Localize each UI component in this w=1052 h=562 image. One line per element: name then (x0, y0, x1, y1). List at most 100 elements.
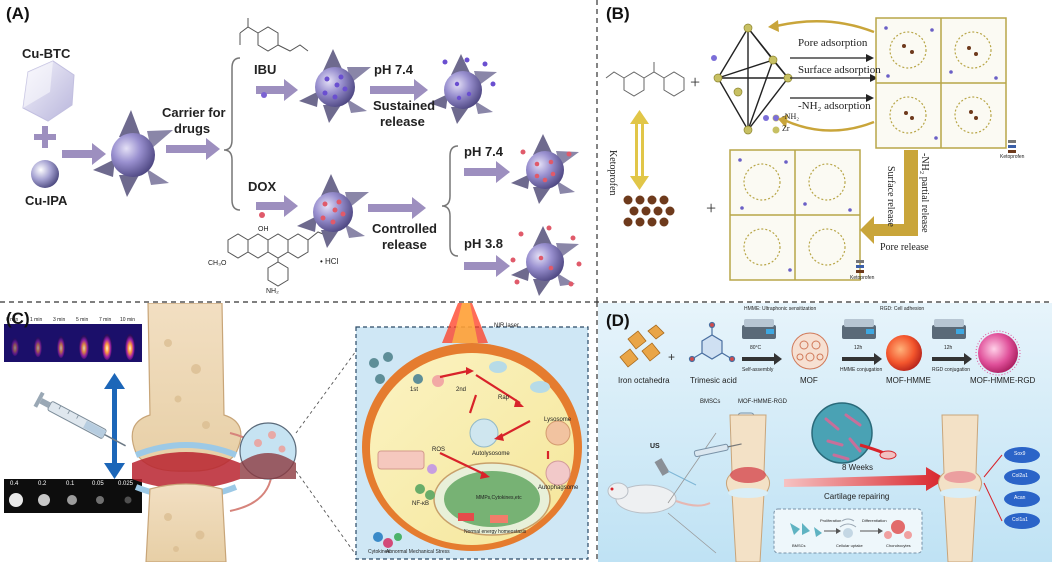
panel-a-label: (A) (6, 4, 30, 23)
knee-joint (131, 303, 274, 562)
rap-label: Rap (498, 395, 510, 401)
mof-hmme-rgd-2-label: MOF-HMME-RGD (738, 399, 787, 405)
hotplate-1 (742, 319, 776, 339)
cell-stages (790, 518, 912, 539)
autophagosome-label: Autophagsome (538, 485, 579, 491)
panel-b: + (598, 0, 1052, 301)
hotplate-3 (932, 319, 966, 339)
knee-after (938, 414, 982, 562)
autolysosome-label: Autolysosome (472, 451, 510, 457)
gene-col1a1: Col1a1 (1012, 517, 1028, 523)
cytokines-label: Cytokines (368, 549, 390, 555)
conc-005: 0.05 (92, 481, 104, 487)
hotplate-2 (842, 319, 876, 339)
gene-col2a1: Col2a1 (1012, 473, 1028, 479)
panel-d-graphics: + (598, 303, 1052, 562)
cu-ipa-sphere (31, 160, 59, 188)
mof-ibu-loaded (299, 49, 371, 123)
panel-b-label: (B) (606, 4, 630, 23)
nir-laser-label: NIR laser (494, 323, 520, 329)
weeks-label: 8 Weeks (842, 463, 873, 472)
mof-label: MOF (800, 376, 818, 385)
temp-label: 80°C (750, 345, 762, 351)
panel-c-graphics (4, 303, 589, 562)
mof-hmme-sphere (886, 335, 922, 371)
organelles (369, 352, 571, 548)
ph74-mid-label: pH 7.4 (464, 144, 504, 159)
rgd-note-text: RGD: Cell adhesion (880, 306, 925, 312)
keto-small-top: Ketoprofen (1000, 154, 1025, 160)
pore-release-label: Pore release (880, 242, 929, 253)
conc-02: 0.2 (38, 481, 47, 487)
cellular-uptake-label: Cellular uptake (836, 543, 863, 548)
cu-btc-label: Cu-BTC (22, 46, 71, 61)
us-probe (654, 458, 697, 486)
iron-octahedra (619, 324, 665, 368)
arrow-to-branch (166, 138, 220, 160)
self-assembly-label: Self-assembly (742, 367, 774, 373)
knee-syringe (693, 443, 742, 457)
release-bottom-label: release (382, 237, 427, 252)
ibu-molecule (239, 18, 309, 52)
zr-octahedron (717, 26, 789, 132)
panel-a: (A) Cu-BTC Cu-IPA Carrier for drugs IBU … (0, 0, 596, 301)
zoom-circle (239, 422, 297, 480)
rat (607, 482, 711, 514)
svg-text:+: + (706, 198, 716, 218)
time-7: 7 min (99, 317, 112, 323)
branch-bracket (223, 57, 241, 211)
time-3: 3 min (53, 317, 66, 323)
gene-acan: Acan (1014, 495, 1026, 501)
us-label: US (650, 443, 660, 450)
hours1-label: 12h (854, 345, 863, 351)
drugs-label: drugs (174, 121, 211, 136)
time-5: 5 min (76, 317, 89, 323)
mof-grid-empty (729, 149, 861, 281)
chondrocytes-label: Chondrocytes (886, 543, 911, 548)
cartilage-label: Cartilage repairing (824, 492, 890, 501)
gene-sox9: Sox9 (1014, 451, 1026, 457)
hcl-label: • HCl (320, 257, 339, 266)
legend-zr-label: Zr (782, 124, 790, 133)
gene-ovals (1004, 447, 1040, 529)
time-0: 0 min (6, 317, 19, 323)
second-label: 2nd (456, 387, 467, 393)
trimesic-acid-label: Trimesic acid (690, 376, 737, 385)
ibu-arrow (256, 79, 298, 101)
hmme-note: HMME: Ultraphonic sensitization (744, 306, 816, 312)
svg-text:+: + (690, 72, 700, 92)
release-top-label: release (380, 114, 425, 129)
mof-dox-ph38 (510, 225, 582, 296)
ketoprofen-vertical-label: Ketoprofen (607, 150, 618, 196)
carrier-label: Carrier for (162, 105, 226, 120)
lysosome-label: Lysosome (544, 417, 572, 423)
mof-carrier (93, 110, 173, 197)
thermal-strip (4, 324, 142, 362)
mof-hmme-rgd-sphere (975, 330, 1021, 376)
conc-0025: 0.025 (118, 481, 134, 487)
och3-label: CH₃O (208, 260, 227, 267)
cell-magnify (811, 402, 873, 464)
bmscs-bottom-label: BMSCs (792, 543, 806, 548)
dox-release-arrow (368, 197, 426, 219)
conc-01: 0.1 (66, 481, 75, 487)
panel-a-graphics (22, 18, 582, 296)
legend-bars-bottom (856, 260, 864, 273)
dox-label: DOX (248, 179, 277, 194)
svg-text:+: + (668, 350, 675, 364)
dox-arrow (256, 195, 298, 217)
pore-adsorption-label: Pore adsorption (798, 37, 868, 49)
arrow-to-carrier (62, 143, 106, 165)
hours2-label: 12h (944, 345, 953, 351)
ketoprofen-beads (623, 195, 675, 227)
mof-grid-loaded (875, 17, 1007, 149)
rgd-note: RGD: Cell adhesion (880, 306, 924, 312)
conc-04: 0.4 (10, 481, 19, 487)
release-arrow (860, 150, 918, 244)
panel-b-graphics: + (605, 17, 1016, 281)
ros-label: ROS (432, 447, 446, 453)
zr-nodes (713, 23, 793, 135)
mof-hmme-rgd-label: MOF-HMME-RGD (970, 376, 1036, 385)
dox-molecule (227, 231, 329, 287)
